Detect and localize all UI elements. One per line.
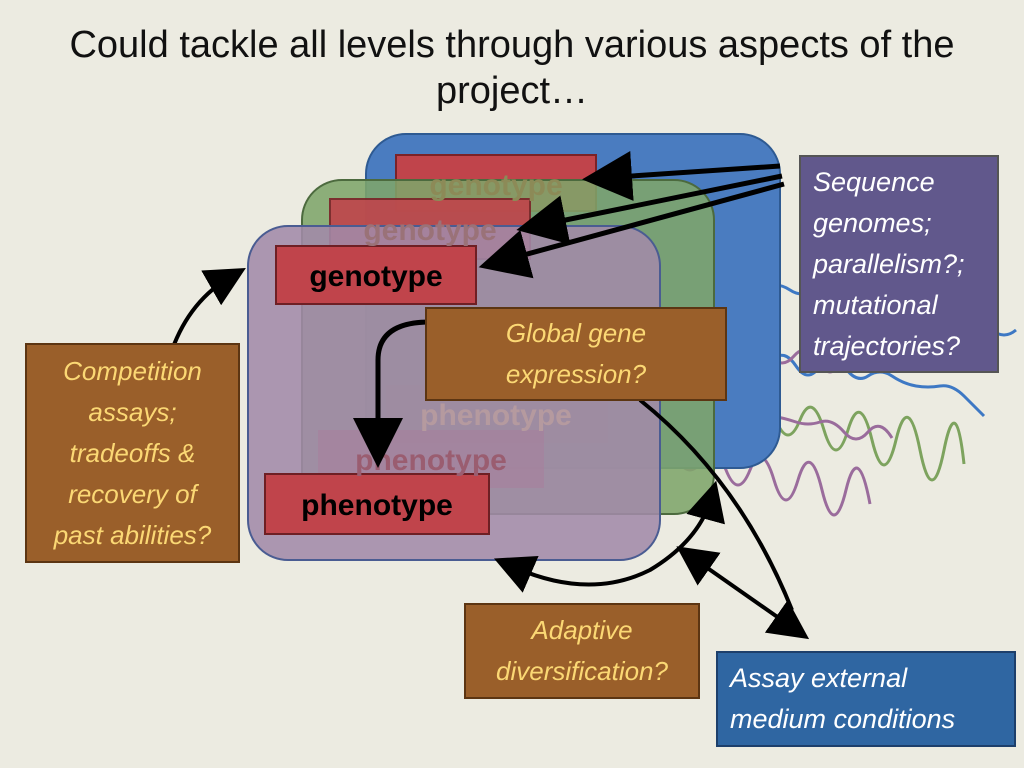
sequence-arrow-back: [582, 151, 781, 201]
competition-arrow: [170, 268, 246, 351]
competition-assays-callout: Competition assays; tradeoffs & recovery…: [25, 343, 240, 563]
middle-genotype-label: genotype: [363, 214, 496, 247]
assay-external-medium-callout: Assay external medium conditions: [716, 651, 1016, 747]
front-phenotype-label: phenotype: [301, 489, 453, 522]
global-gene-expression-callout: Global gene expression?: [425, 307, 727, 401]
adaptive-diversification-callout: Adaptive diversification?: [464, 603, 700, 699]
adaptive-diversification-arrow: [493, 480, 725, 593]
sequence-arrow-middle: [516, 173, 783, 245]
front-phenotype-box: [264, 473, 490, 535]
front-genotype-box: [275, 245, 477, 305]
genotype-to-phenotype-arrow: [353, 319, 431, 468]
back-phenotype-label: phenotype: [420, 399, 572, 432]
middle-phenotype-label: phenotype: [355, 444, 507, 477]
back-genotype-label: genotype: [429, 169, 562, 202]
front-genotype-label: genotype: [309, 260, 442, 293]
assay-double-arrow: [676, 546, 810, 640]
sequence-genomes-callout: Sequence genomes; parallelism?; mutation…: [799, 155, 999, 373]
slide-title: Could tackle all levels through various …: [69, 24, 955, 112]
sequence-arrow-front: [478, 181, 785, 279]
